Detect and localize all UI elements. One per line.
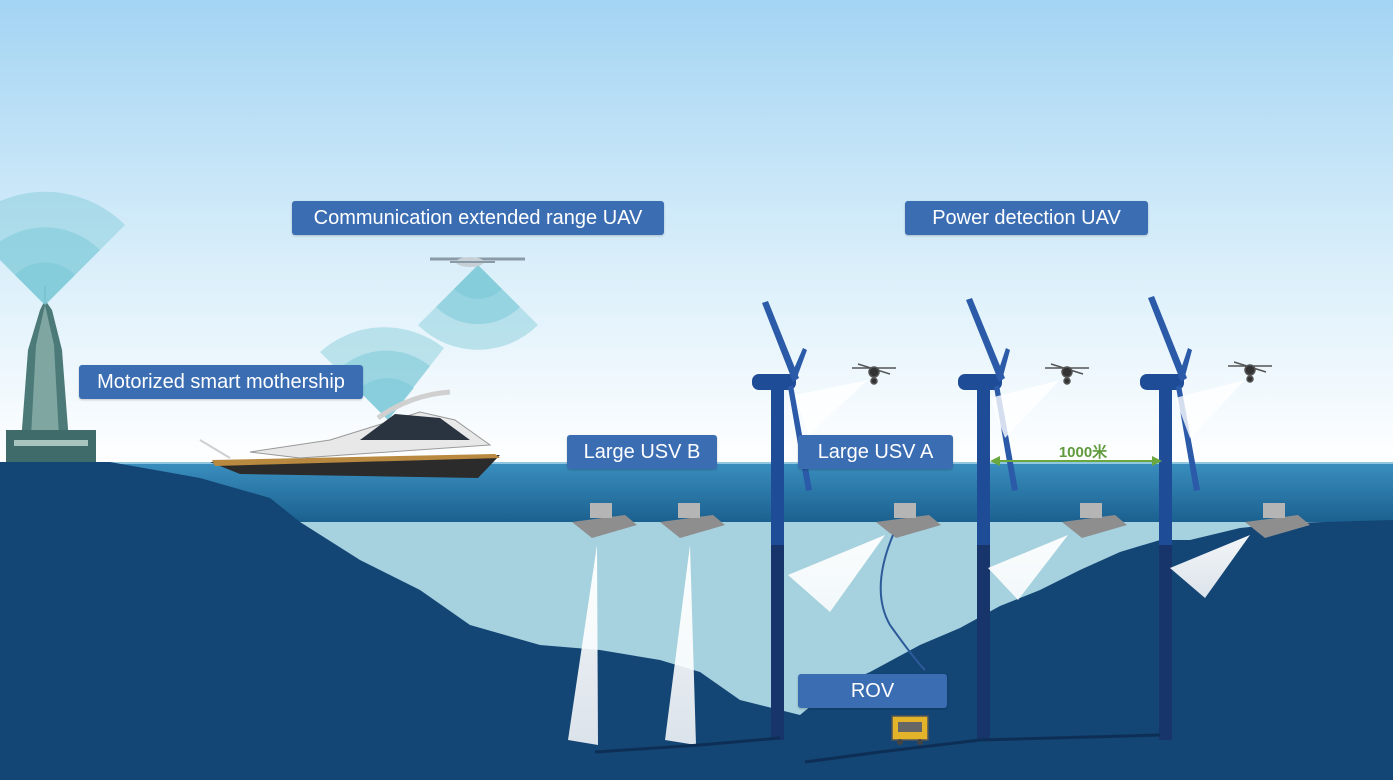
coastal-tower xyxy=(6,286,96,462)
rov-tether xyxy=(879,534,926,671)
label-power-uav: Power detection UAV xyxy=(905,201,1148,235)
usv-b-1 xyxy=(572,503,637,538)
label-usv-b: Large USV B xyxy=(567,435,717,469)
drone-beams xyxy=(795,380,1245,438)
wind-turbine-3 xyxy=(1140,296,1200,740)
comm-uav-signal-waves xyxy=(418,265,538,350)
usv-a-3 xyxy=(1245,503,1310,538)
usv-sonar-beams xyxy=(568,535,1250,745)
power-drone-3 xyxy=(1228,361,1272,383)
seabed-cables xyxy=(594,733,1161,764)
usv-a-1 xyxy=(876,503,941,538)
power-drone-1 xyxy=(852,363,896,385)
usv-a-2 xyxy=(1062,503,1127,538)
label-mothership: Motorized smart mothership xyxy=(79,365,363,399)
distance-arrow xyxy=(990,456,1162,466)
mothership xyxy=(199,389,500,478)
comm-uav xyxy=(430,257,525,267)
distance-label: 1000米 xyxy=(1059,443,1108,461)
rov xyxy=(891,715,929,745)
tower-signal-waves xyxy=(0,191,125,305)
usv-b-2 xyxy=(660,503,725,538)
label-usv-a: Large USV A xyxy=(798,435,953,469)
label-comm-uav: Communication extended range UAV xyxy=(292,201,664,235)
seabed xyxy=(0,462,1393,780)
power-drone-2 xyxy=(1045,363,1089,385)
label-rov: ROV xyxy=(798,674,947,708)
